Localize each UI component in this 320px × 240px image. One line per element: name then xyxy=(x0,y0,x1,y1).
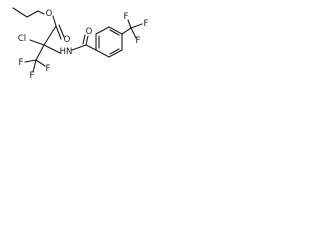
atom-label-cl: Cl xyxy=(18,34,26,44)
bond-cf3r-f1 xyxy=(130,23,143,29)
atom-label-f-right-3: F xyxy=(136,36,141,46)
bond-ester-co-1 xyxy=(55,25,62,40)
atom-label-o-ester: O xyxy=(64,35,71,45)
ring-bond-5 xyxy=(108,49,123,58)
bond-cf3-f3 xyxy=(32,59,37,73)
atom-label-nh: HN xyxy=(60,47,73,57)
atom-label-f-right-2: F xyxy=(124,12,129,22)
bond-cf3r-f2 xyxy=(127,19,132,29)
bond-nh-amidec xyxy=(71,44,87,51)
atom-label-f-left-3: F xyxy=(30,71,35,81)
bond-amide-co-1 xyxy=(85,35,89,46)
ring-double-2 xyxy=(109,29,120,36)
bond-ester-co-2 xyxy=(58,24,65,38)
bond-cf3-f2 xyxy=(35,59,46,67)
ring-double-3 xyxy=(109,48,120,55)
chemical-structure-diagram: O O Cl HN O F F F F F F xyxy=(12,7,149,81)
bond-ethyl-ch3 xyxy=(12,7,28,18)
atom-label-f-left-2: F xyxy=(46,64,51,74)
bond-quat-cf3 xyxy=(35,44,45,61)
bond-carbonyl-quat xyxy=(43,25,57,46)
atom-label-f-left-1: F xyxy=(19,58,24,68)
bond-cf3r-f3 xyxy=(130,27,137,39)
atom-label-o-ether: O xyxy=(46,9,53,19)
ring-bond-3 xyxy=(108,26,123,35)
ring-bond-6 xyxy=(95,49,110,58)
bond-oether-carbonyl xyxy=(52,15,57,27)
bond-cf3-f1 xyxy=(24,59,37,63)
bond-ethyl-ch2 xyxy=(26,10,39,18)
bond-quat-cl xyxy=(29,39,45,46)
bond-ring-cf3 xyxy=(121,27,132,35)
atom-label-f-right-1: F xyxy=(144,19,149,29)
bond-amidec-ring xyxy=(85,44,97,51)
bond-quat-nh xyxy=(43,44,61,54)
ring-bond-2 xyxy=(95,26,110,35)
bond-amide-co-2 xyxy=(82,34,86,45)
bond-ch2-oether xyxy=(37,10,45,15)
atom-label-o-amide: O xyxy=(86,27,93,37)
